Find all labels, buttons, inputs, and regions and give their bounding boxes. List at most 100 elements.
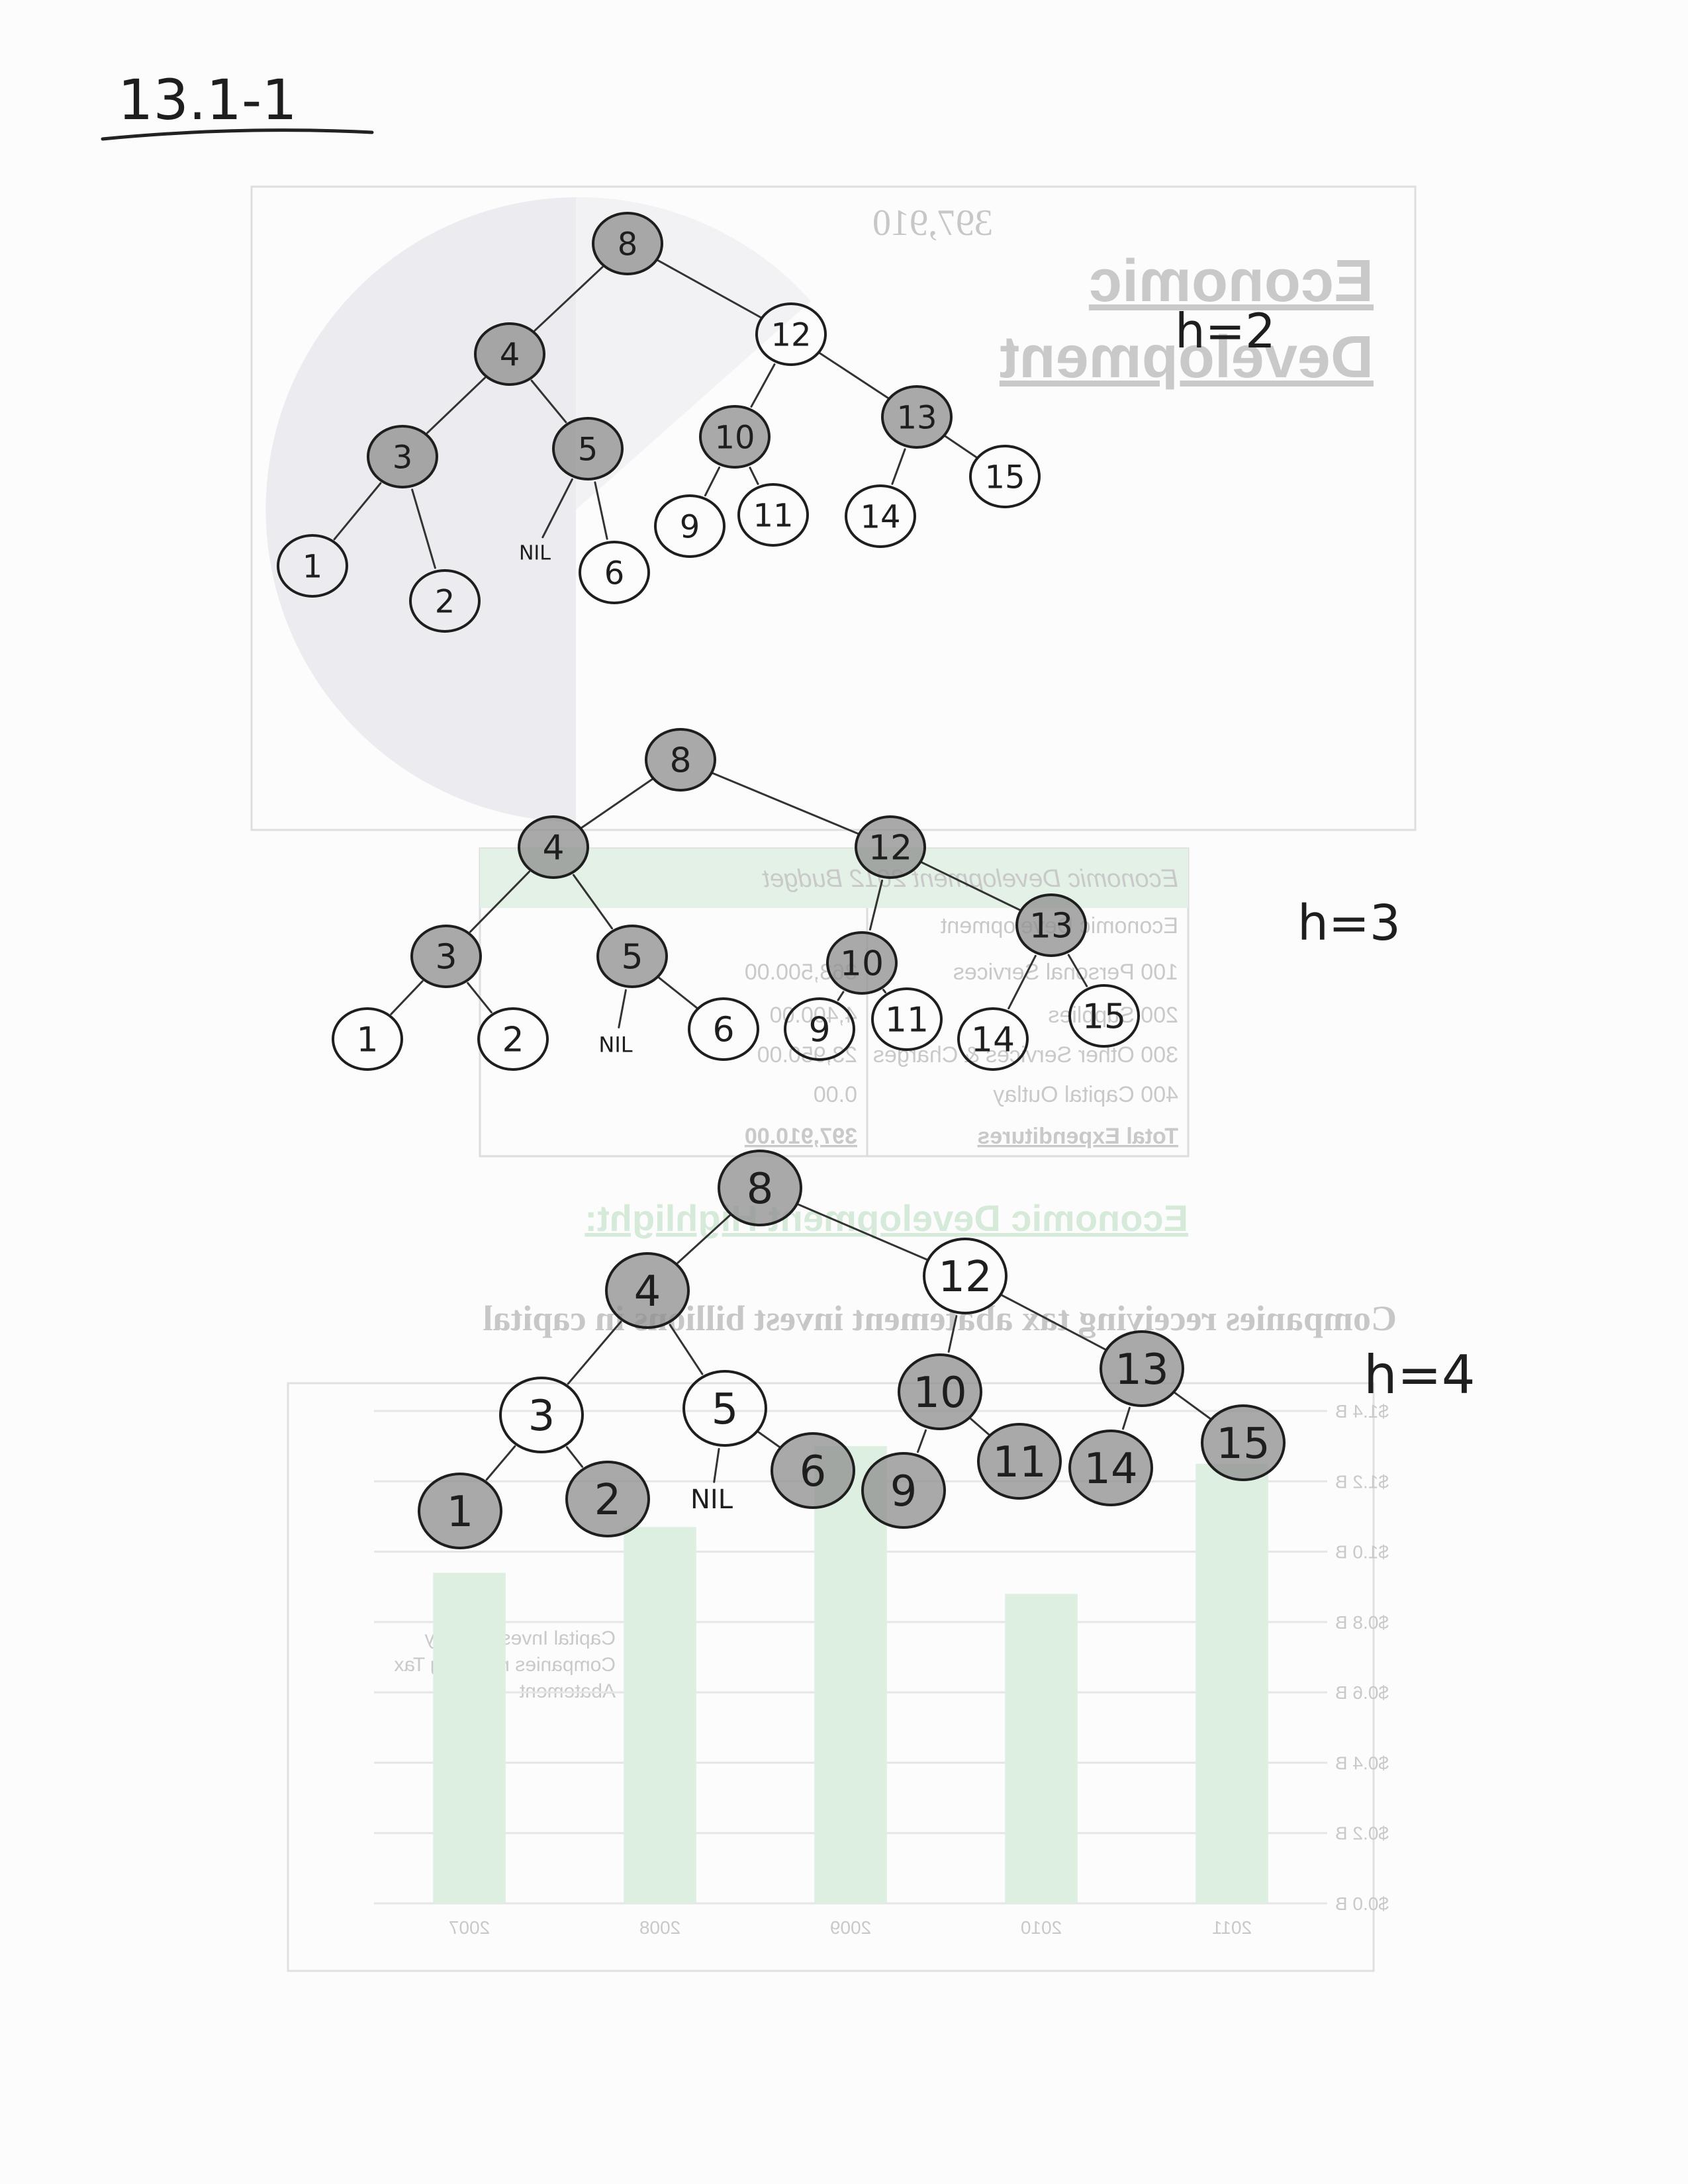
tree-edge xyxy=(868,879,884,931)
black-node-circle xyxy=(861,1452,946,1529)
node-label: 4 xyxy=(542,829,564,868)
tree-node-15: 15 xyxy=(1068,984,1140,1048)
node-label: 9 xyxy=(808,1011,830,1050)
nil-leaf: NIL xyxy=(519,542,551,565)
tree-edge xyxy=(485,1445,516,1481)
red-node-circle xyxy=(654,494,726,558)
black-node-circle xyxy=(699,405,771,469)
black-node-circle xyxy=(367,425,438,488)
tree-edge xyxy=(944,435,978,459)
handwritten-title: 13.1-1 xyxy=(101,68,374,141)
bleed-row-label: Total Expenditures xyxy=(977,1124,1178,1149)
node-label: NIL xyxy=(519,542,551,565)
node-label: 8 xyxy=(618,226,638,263)
tree-edge xyxy=(534,266,604,332)
node-label: 15 xyxy=(984,459,1025,496)
tree-node-4: 4 xyxy=(474,322,545,386)
node-label: 1 xyxy=(303,548,323,585)
black-node-circle xyxy=(898,1353,982,1430)
red-node-circle xyxy=(871,987,943,1051)
height-label-tree-1: h=2 xyxy=(1175,303,1276,359)
tree-node-13: 13 xyxy=(1100,1330,1184,1407)
node-label: NIL xyxy=(598,1032,632,1057)
bleed-x-tick-label: 2011 xyxy=(1212,1917,1252,1938)
node-label: 8 xyxy=(747,1165,774,1214)
node-label: 13 xyxy=(1029,907,1073,946)
bleed-x-tick-label: 2009 xyxy=(830,1917,871,1938)
node-label: 12 xyxy=(771,316,811,353)
node-label: 14 xyxy=(1084,1445,1137,1494)
tree-node-5: 5 xyxy=(596,925,668,988)
node-label: 4 xyxy=(500,336,520,373)
black-node-circle xyxy=(977,1423,1062,1500)
tree-edge xyxy=(704,466,721,497)
node-label: 3 xyxy=(435,938,457,978)
red-node-circle xyxy=(332,1007,403,1071)
node-label: 6 xyxy=(604,555,625,592)
tree-node-10: 10 xyxy=(699,405,771,469)
node-label: 14 xyxy=(860,498,900,535)
tree-node-12: 12 xyxy=(855,815,926,879)
black-node-circle xyxy=(1068,1430,1153,1506)
red-node-circle xyxy=(737,483,809,547)
tree-edge xyxy=(541,478,573,539)
tree-node-9: 9 xyxy=(654,494,726,558)
tree-node-11: 11 xyxy=(737,483,809,547)
tree-node-12: 12 xyxy=(755,302,827,366)
tree-node-9: 9 xyxy=(784,997,855,1061)
tree-node-14: 14 xyxy=(1068,1430,1153,1506)
tree-edge xyxy=(565,1446,584,1468)
black-node-circle xyxy=(418,1473,502,1549)
red-node-circle xyxy=(277,534,348,598)
bleed-bar xyxy=(1196,1463,1268,1903)
red-node-circle xyxy=(755,302,827,366)
tree-node-2: 2 xyxy=(565,1461,650,1537)
black-node-circle xyxy=(518,815,589,879)
red-node-circle xyxy=(957,1007,1029,1071)
tree-edge xyxy=(1000,1294,1107,1351)
node-label: 8 xyxy=(669,741,691,781)
tree-node-1: 1 xyxy=(332,1007,403,1071)
tree-edge xyxy=(916,1429,927,1453)
node-label: 2 xyxy=(594,1476,622,1525)
tree-node-15: 15 xyxy=(1201,1404,1286,1481)
tree-node-3: 3 xyxy=(499,1377,584,1453)
bleed-row-label: 100 Personal Services xyxy=(953,960,1178,985)
tree-edge xyxy=(572,874,614,930)
tree-node-2: 2 xyxy=(409,569,481,633)
bleed-y-tick-label: $0.8 B xyxy=(1335,1612,1389,1633)
tree-edge xyxy=(1067,954,1088,987)
node-label: 2 xyxy=(502,1021,524,1060)
bleed-y-tick-label: $1.2 B xyxy=(1335,1471,1389,1492)
black-node-circle xyxy=(826,931,898,995)
tree-edge xyxy=(669,1324,704,1375)
node-label: 4 xyxy=(634,1267,661,1316)
black-node-circle xyxy=(1201,1404,1286,1481)
node-label: 9 xyxy=(680,508,700,545)
node-label: 11 xyxy=(753,497,793,534)
node-label: 13 xyxy=(1115,1345,1168,1394)
tree-edge xyxy=(711,772,860,835)
black-node-circle xyxy=(718,1150,802,1226)
node-label: 10 xyxy=(840,944,884,984)
tree-edge xyxy=(796,1203,929,1261)
black-node-circle xyxy=(565,1461,650,1537)
tree-node-10: 10 xyxy=(826,931,898,995)
bleed-bar xyxy=(433,1572,506,1903)
tree-node-4: 4 xyxy=(605,1252,690,1329)
node-label: 5 xyxy=(621,938,643,978)
bleed-bar xyxy=(1005,1594,1078,1903)
bleed-y-tick-label: $1.4 B xyxy=(1335,1401,1389,1422)
black-node-circle xyxy=(881,385,953,449)
bleed-bar-chart: Capital Investment by Companies receivin… xyxy=(287,1382,1389,1972)
red-node-circle xyxy=(688,997,759,1061)
tree-node-11: 11 xyxy=(871,987,943,1051)
tree-edge xyxy=(658,976,698,1009)
bleed-y-tick-label: $1.0 B xyxy=(1335,1542,1389,1563)
tree-edge xyxy=(581,778,653,829)
tree-node-1: 1 xyxy=(418,1473,502,1549)
tree-node-12: 12 xyxy=(923,1238,1008,1314)
bleed-y-tick-label: $0.6 B xyxy=(1335,1682,1389,1703)
